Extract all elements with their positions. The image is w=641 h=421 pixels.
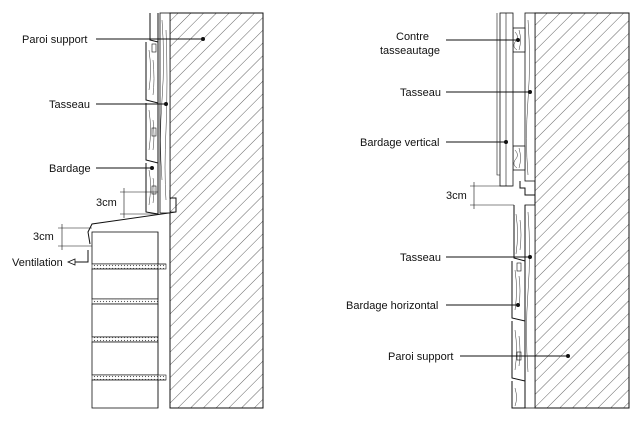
label-gap-bottom-left: 3cm <box>33 231 54 243</box>
right-vertical-cladding <box>496 12 514 187</box>
right-upper-batten <box>524 12 536 182</box>
label-tasseau-right-bottom: Tasseau <box>400 252 441 264</box>
ventilation-arrow <box>66 250 89 266</box>
right-horizontal-cladding <box>511 205 526 409</box>
left-dimension-top <box>120 188 158 218</box>
right-support-wall <box>534 12 630 409</box>
right-detail: Contre tasseautage Tasseau Bardage verti… <box>346 12 630 409</box>
label-gap-top-left: 3cm <box>96 197 117 209</box>
left-batten-grain <box>160 19 168 201</box>
right-counter-battens <box>512 27 526 171</box>
label-gap-right: 3cm <box>446 190 467 202</box>
right-lower-batten <box>524 204 536 409</box>
right-flashing <box>519 181 535 196</box>
left-masonry <box>91 231 167 409</box>
right-leader-lines <box>446 38 570 358</box>
label-tasseau-right-top: Tasseau <box>400 87 441 99</box>
left-detail: Paroi support Tasseau Bardage 3cm 3cm Ve… <box>12 12 264 409</box>
left-leader-lines <box>96 37 205 170</box>
left-batten <box>159 12 171 214</box>
label-paroi-support-left: Paroi support <box>22 34 87 46</box>
left-support-wall <box>169 12 264 409</box>
label-ventilation: Ventilation <box>12 257 63 269</box>
label-contre-line2: tasseautage <box>380 45 440 57</box>
label-bardage-vertical: Bardage vertical <box>360 137 440 149</box>
left-cladding-boards <box>145 13 159 215</box>
right-dimension <box>470 182 514 209</box>
label-bardage: Bardage <box>49 163 91 175</box>
label-paroi-support-right: Paroi support <box>388 351 453 363</box>
label-bardage-horizontal: Bardage horizontal <box>346 300 438 312</box>
label-tasseau-left: Tasseau <box>49 99 90 111</box>
left-dimension-bottom <box>58 224 92 250</box>
label-contre-line1: Contre <box>396 31 429 43</box>
